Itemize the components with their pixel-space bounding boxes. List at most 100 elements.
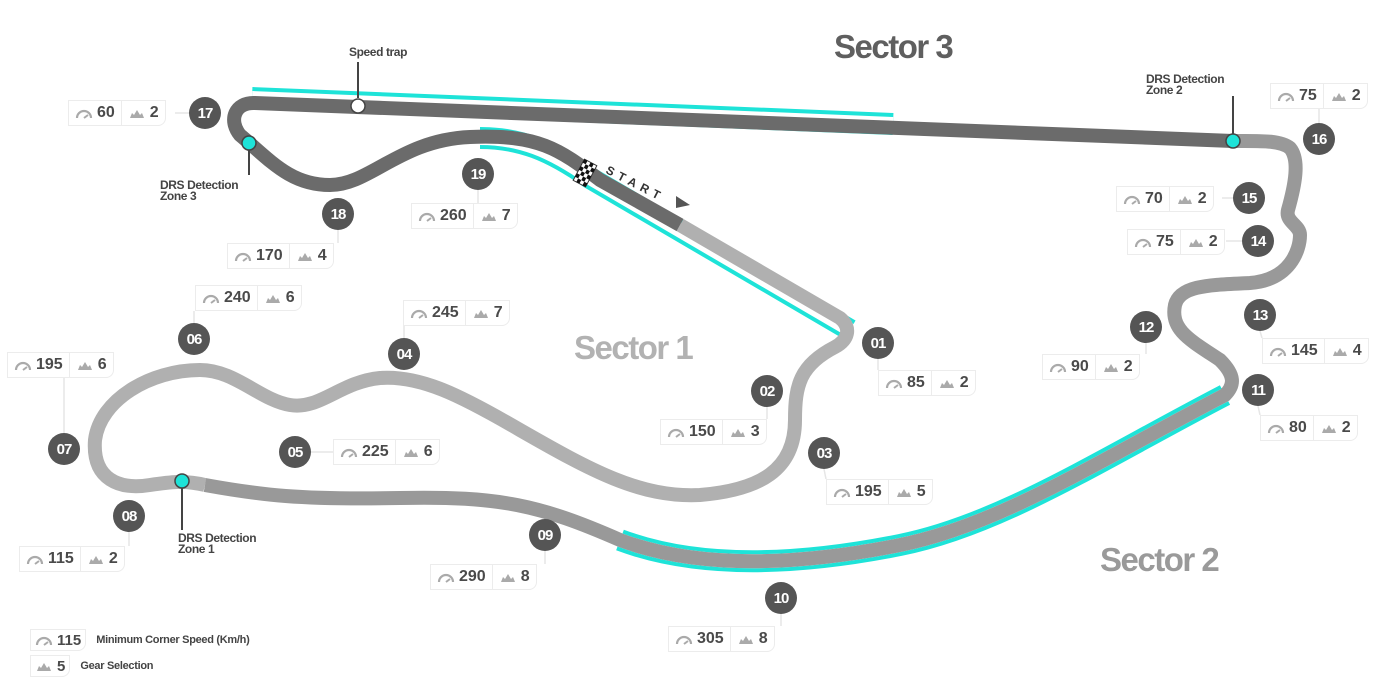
- turn-badge-01: 01: [862, 327, 894, 359]
- turn-badge-11: 11: [1242, 374, 1274, 406]
- legend-speed-value: 115: [57, 631, 82, 649]
- min-speed-value: 115: [48, 550, 74, 567]
- speedometer-icon: [418, 212, 436, 222]
- drs-detection-zone-3-label: DRS Detection Zone 3: [160, 178, 239, 203]
- turn-badge-07: 07: [48, 433, 80, 465]
- min-speed-cell: 195: [8, 353, 69, 377]
- min-speed-cell: 150: [661, 420, 722, 444]
- gear-cell: 2: [930, 371, 975, 395]
- legend-speed-box: 115: [30, 629, 87, 651]
- drs3-line2: Zone 3: [160, 189, 197, 203]
- gear-value: 8: [758, 630, 768, 647]
- turn-badge-03: 03: [808, 437, 840, 469]
- min-speed-value: 240: [224, 289, 251, 306]
- gear-cell: 7: [472, 204, 517, 228]
- turn-info-13: 145 4: [1262, 338, 1369, 364]
- gear-icon: [297, 253, 312, 261]
- turn-badge-13: 13: [1244, 299, 1276, 331]
- gear-value: 7: [501, 207, 511, 224]
- gear-value: 2: [1351, 87, 1361, 104]
- gear-icon: [1177, 196, 1192, 204]
- gear-icon: [37, 663, 51, 671]
- min-speed-cell: 290: [431, 565, 492, 589]
- gear-cell: 2: [1179, 230, 1224, 254]
- turn-badge-05: 05: [279, 436, 311, 468]
- gear-icon: [1103, 364, 1118, 372]
- speedometer-icon: [1269, 347, 1287, 357]
- gear-icon: [1321, 425, 1336, 433]
- gear-icon: [939, 380, 954, 388]
- speedometer-icon: [1267, 424, 1285, 434]
- turn-badge-19: 19: [462, 158, 494, 190]
- min-speed-cell: 75: [1128, 230, 1180, 254]
- gear-cell: 2: [1312, 416, 1357, 440]
- turn-connector: [1259, 330, 1263, 339]
- min-speed-value: 145: [1291, 342, 1318, 359]
- gear-value: 2: [1197, 190, 1207, 207]
- gear-icon: [1332, 348, 1347, 356]
- min-speed-value: 75: [1299, 87, 1317, 104]
- min-speed-value: 150: [689, 423, 716, 440]
- sector-2-label: Sector 2: [1100, 541, 1220, 578]
- min-speed-cell: 240: [196, 286, 257, 310]
- start-flag-icon: [572, 158, 598, 188]
- gear-cell: 4: [1323, 339, 1368, 363]
- turn-badge-16: 16: [1303, 123, 1335, 155]
- gear-cell: 6: [256, 286, 301, 310]
- speedometer-icon: [340, 448, 358, 458]
- gear-cell: 2: [1094, 355, 1139, 379]
- min-speed-value: 60: [97, 104, 115, 121]
- turn-info-19: 260 7: [411, 203, 518, 229]
- min-speed-cell: 195: [827, 480, 888, 504]
- gear-cell: 8: [729, 627, 774, 651]
- min-speed-cell: 305: [669, 627, 730, 651]
- speedometer-icon: [1134, 238, 1152, 248]
- speedometer-icon: [675, 635, 693, 645]
- gear-value: 5: [916, 483, 926, 500]
- drs-detection-zone-2-marker: [1225, 133, 1241, 149]
- gear-cell: 7: [464, 301, 509, 325]
- turn-badge-04: 04: [388, 338, 420, 370]
- turn-badge-12: 12: [1130, 311, 1162, 343]
- speedometer-icon: [437, 573, 455, 583]
- turn-info-01: 85 2: [878, 370, 976, 396]
- min-speed-cell: 260: [412, 204, 473, 228]
- legend-gear-box: 5: [30, 655, 71, 677]
- turn-info-06: 240 6: [195, 285, 302, 311]
- turn-badge-14: 14: [1242, 225, 1274, 257]
- legend-gear: 5 Gear Selection: [30, 655, 153, 677]
- min-speed-cell: 75: [1271, 84, 1323, 108]
- legend-speed-label: Minimum Corner Speed (Km/h): [96, 634, 250, 646]
- gear-value: 2: [959, 374, 969, 391]
- gear-cell: 3: [721, 420, 766, 444]
- gear-icon: [265, 295, 280, 303]
- min-speed-value: 245: [432, 304, 459, 321]
- track-sector-1: [87, 218, 855, 503]
- turn-info-10: 305 8: [668, 626, 775, 652]
- gear-value: 6: [97, 356, 107, 373]
- gear-icon: [1188, 239, 1203, 247]
- gear-cell: 6: [394, 440, 439, 464]
- turn-badge-06: 06: [178, 323, 210, 355]
- track-sector-3: [227, 96, 1234, 232]
- min-speed-value: 85: [907, 374, 925, 391]
- gear-icon: [129, 110, 144, 118]
- min-speed-value: 195: [36, 356, 63, 373]
- speedometer-icon: [26, 555, 44, 565]
- track-sector-2: [203, 133, 1307, 569]
- min-speed-value: 260: [440, 207, 467, 224]
- min-speed-cell: 170: [228, 244, 289, 268]
- legend-gear-value: 5: [57, 657, 66, 675]
- gear-value: 3: [750, 423, 760, 440]
- drs3-line1: DRS Detection: [160, 178, 239, 192]
- min-speed-cell: 245: [404, 301, 465, 325]
- speed-trap-label: Speed trap: [349, 45, 408, 59]
- turn-info-16: 75 2: [1270, 83, 1368, 109]
- speedometer-icon: [202, 294, 220, 304]
- min-speed-value: 290: [459, 568, 486, 585]
